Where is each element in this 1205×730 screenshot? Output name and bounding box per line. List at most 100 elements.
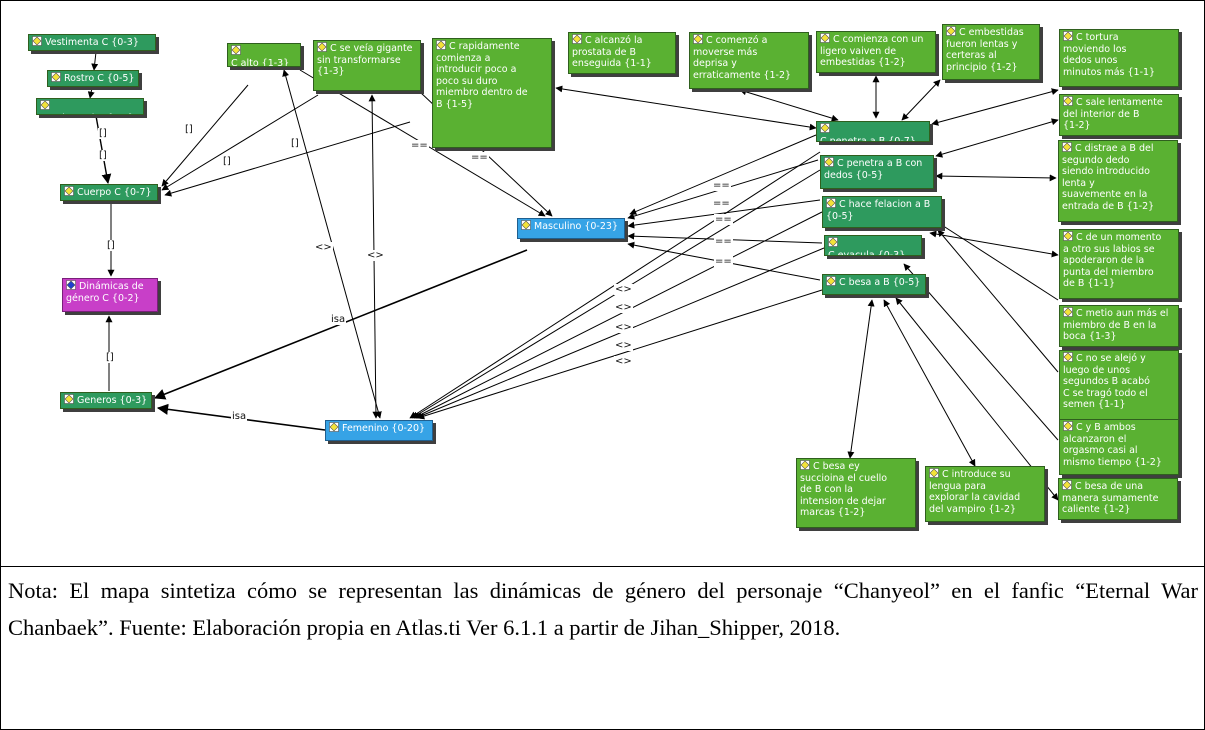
code-node-besa-manera[interactable]: C besa de una manera sumamente caliente … (1058, 478, 1178, 520)
node-label: C introduce su lengua para explorar la c… (929, 469, 1021, 515)
code-node-tortura[interactable]: C tortura moviendo los dedos unos minuto… (1059, 29, 1179, 87)
node-label: C besa ey succioina el cuello de B con l… (800, 461, 888, 518)
edge-label-part: [] (98, 150, 108, 161)
edge-label-contradicts: <> (366, 250, 385, 261)
edge-label-equal: == (714, 256, 733, 267)
edge-eyacula-femenino (415, 247, 825, 419)
blue-diamond-icon (66, 280, 76, 290)
edge-label-equal: == (410, 140, 429, 151)
code-node-alcanzo[interactable]: C alcanzó la prostata de B enseguida {1-… (568, 32, 676, 74)
edge-succiona-besa (847, 299, 875, 459)
diamond-icon (820, 123, 830, 133)
code-node-comienza-vaiven[interactable]: C comienza con un ligero vaiven de embes… (816, 31, 936, 73)
edge-distrae-penetra-dedos (935, 172, 1057, 182)
code-node-vestimenta[interactable]: Vestimenta C {0-3} (28, 34, 156, 51)
code-node-masculino[interactable]: Masculino {0-23} (517, 218, 625, 239)
edge-c-y-b-eyacula (903, 263, 1059, 441)
edge-label-isa: isa (330, 314, 347, 325)
node-label: C distrae a B del segundo dedo siendo in… (1062, 143, 1155, 212)
diamond-icon (826, 198, 836, 208)
node-label: C eyacula {0-3} (828, 249, 906, 256)
edge-penetra-masculino (629, 134, 817, 215)
edge-label-isa: isa (231, 411, 248, 422)
edge-label-equal: == (470, 152, 489, 163)
diamond-icon (329, 422, 339, 432)
code-node-comenzo[interactable]: C comenzó a moverse más deprisa y errati… (689, 32, 809, 89)
code-node-generos[interactable]: Generos {0-3} (60, 392, 152, 409)
code-node-metio[interactable]: C metio aun más el miembro de B en la bo… (1059, 305, 1179, 347)
edge-label-part: [] (98, 128, 108, 139)
node-label: Vestimenta C {0-3} (45, 37, 139, 48)
diamond-icon (1063, 31, 1073, 41)
edge-embestidas-penetra (901, 79, 941, 121)
diamond-icon (1063, 231, 1073, 241)
node-label: C alcanzó la prostata de B enseguida {1-… (572, 35, 652, 69)
diamond-icon (1062, 142, 1072, 152)
node-label: C metio aun más el miembro de B en la bo… (1063, 308, 1169, 342)
edge-momento-felacion (929, 230, 1059, 258)
diamond-icon (800, 460, 810, 470)
node-label: C tortura moviendo los dedos unos minuto… (1063, 32, 1156, 78)
edge-introduce-besa (883, 299, 976, 467)
code-node-rapidamente[interactable]: C rapidamente comienza a introducir poco… (432, 38, 552, 148)
code-node-hombre-lobo[interactable]: Hombre Lobo {0-6} (36, 98, 144, 115)
code-node-embestidas[interactable]: C embestidas fueron lentas y certeras al… (942, 24, 1040, 80)
edge-vestimenta-rostro (91, 51, 99, 71)
diamond-icon (231, 45, 241, 55)
edge-label-part: [] (290, 138, 300, 149)
code-node-cuerpo[interactable]: Cuerpo C {0-7} (60, 184, 158, 201)
diamond-icon (1062, 480, 1072, 490)
diamond-icon (436, 40, 446, 50)
diamond-icon (32, 36, 42, 46)
node-label: Masculino {0-23} (534, 221, 618, 232)
diamond-icon (1063, 96, 1073, 106)
code-node-rostro[interactable]: Rostro C {0-5} (47, 70, 139, 87)
code-node-sale[interactable]: C sale lentamente del interior de B {1-2… (1059, 94, 1179, 136)
code-node-penetra[interactable]: C penetra a B {0-7} (816, 121, 930, 142)
code-node-gigante[interactable]: C se veía gigante sin transformarse {1-3… (313, 40, 421, 91)
edge-alcanzo-penetra (555, 85, 817, 131)
node-label: C se veía gigante sin transformarse {1-3… (317, 43, 413, 77)
node-label: Generos {0-3} (77, 395, 148, 406)
code-node-distrae[interactable]: C distrae a B del segundo dedo siendo in… (1058, 140, 1178, 222)
node-label: C sale lentamente del interior de B {1-2… (1063, 97, 1163, 131)
edge-no-se-alejo-felacion (937, 229, 1059, 373)
diamond-icon (1063, 421, 1073, 431)
edge-sale-penetra-dedos (935, 118, 1059, 158)
code-node-de-un-momento[interactable]: C de un momento a otro sus labios se apo… (1059, 229, 1179, 299)
edge-label-part: [] (222, 156, 232, 167)
code-node-introduce[interactable]: C introduce su lengua para explorar la c… (925, 466, 1045, 522)
code-node-penetra-dedos[interactable]: C penetra a B con dedos {0-5} (820, 155, 934, 189)
edge-label-contradicts: <> (614, 340, 633, 351)
node-label: C comienza con un ligero vaiven de embes… (820, 34, 924, 68)
diamond-icon (946, 26, 956, 36)
code-node-besa[interactable]: C besa a B {0-5} (822, 274, 926, 295)
node-label: C comenzó a moverse más deprisa y errati… (693, 35, 792, 81)
node-label: C penetra a B con dedos {0-5} (824, 158, 923, 181)
code-node-felacion[interactable]: C hace felacion a B {0-5} (822, 196, 942, 228)
code-node-eyacula[interactable]: C eyacula {0-3} (824, 235, 922, 256)
node-label: C embestidas fueron lentas y certeras al… (946, 27, 1024, 73)
edge-label-equal: == (712, 180, 731, 191)
figure-note: Nota: El mapa sintetiza cómo se represen… (8, 578, 1198, 640)
node-label: C no se alejó y luego de unos segundos B… (1063, 353, 1150, 410)
edge-alto-cuerpo (161, 84, 249, 187)
diamond-icon (64, 186, 74, 196)
edge-hombre-lobo-cuerpo (95, 115, 112, 184)
code-node-alto[interactable]: C alto {1-3} (227, 43, 301, 67)
edge-rostro-hombre-lobo (87, 87, 95, 99)
diamond-icon (820, 33, 830, 43)
edge-felacion-femenino (413, 211, 823, 419)
diamond-icon (51, 72, 61, 82)
code-node-succiona[interactable]: C besa ey succioina el cuello de B con l… (796, 458, 916, 528)
diamond-icon (824, 157, 834, 167)
diamond-icon (572, 34, 582, 44)
code-node-femenino[interactable]: Femenino {0-20} (325, 420, 433, 441)
diamond-icon (521, 220, 531, 230)
node-label: C de un momento a otro sus labios se apo… (1063, 232, 1162, 289)
diamond-icon (317, 42, 327, 52)
code-node-c-y-b[interactable]: C y B ambos alcanzaron el orgasmo casi a… (1059, 419, 1179, 475)
edge-label-equal: == (714, 214, 733, 225)
code-node-dinamicas[interactable]: Dinámicas de género C {0-2} (62, 278, 158, 312)
code-node-no-se-alejo[interactable]: C no se alejó y luego de unos segundos B… (1059, 350, 1179, 420)
